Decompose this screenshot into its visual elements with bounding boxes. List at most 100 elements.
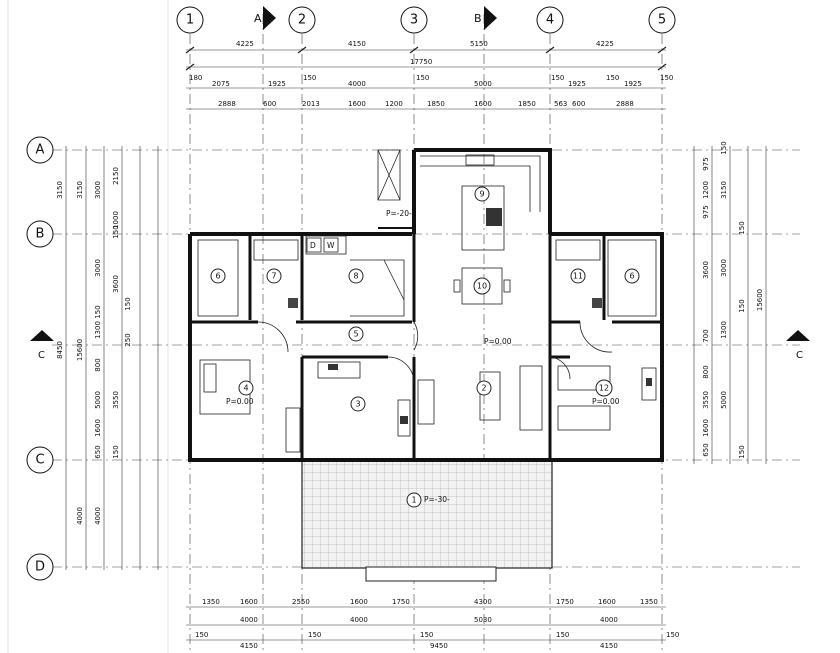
grid-bubble-b: B: [26, 220, 54, 248]
dim-top-3: 5150: [470, 40, 488, 48]
dim-left-6: 150: [112, 225, 120, 238]
dim-b1-7: 1750: [556, 598, 574, 606]
dim-r3-5: 4000: [348, 80, 366, 88]
walls: [188, 148, 664, 462]
dim-right-4: 975: [702, 205, 710, 218]
dryer-label: D: [310, 241, 316, 250]
dim-right-9: 15600: [756, 289, 764, 311]
dim-r4-11: 2888: [616, 100, 634, 108]
dim-top-1: 4225: [236, 40, 254, 48]
dim-left-7: 3000: [94, 259, 102, 277]
grid-bubble-a: A: [26, 136, 54, 164]
grid-bubble-1: 1: [176, 6, 204, 34]
room-2-label: 2: [481, 384, 486, 393]
dim-b1-4: 1600: [350, 598, 368, 606]
dim-r3-8: 150: [551, 74, 564, 82]
dim-b1-9: 1350: [640, 598, 658, 606]
dim-right-15: 800: [702, 365, 710, 378]
dim-left-16: 150: [112, 445, 120, 458]
dim-right-12: 700: [702, 329, 710, 342]
room-12: 12: [595, 379, 613, 397]
dim-right-11: 1300: [720, 321, 728, 339]
dim-left-15: 650: [94, 445, 102, 458]
section-marker-c-right: C: [786, 330, 810, 361]
room-2: 2: [476, 380, 492, 396]
dim-left-5: 1000: [112, 211, 120, 229]
room-10-label: 10: [477, 282, 487, 291]
dim-left-4: 2150: [112, 167, 120, 185]
terrace: [301, 459, 553, 582]
grid-bubble-b-label: B: [36, 227, 45, 242]
grid-bubble-5-label: 5: [658, 13, 666, 28]
dim-b2-3: 5030: [474, 616, 492, 624]
column-bubbles: 1 2 3 4 5: [176, 6, 676, 34]
dim-right-16: 1600: [702, 419, 710, 437]
room-10: 10: [473, 277, 491, 295]
section-marker-c-left-label: C: [38, 350, 45, 361]
level-marks: P=-30- P=-20- P=0.00 P=0.00 P=0.00: [226, 209, 620, 504]
dim-r4-10: 600: [572, 100, 585, 108]
left-dimensions: [65, 146, 159, 570]
grid-bubble-c: C: [26, 446, 54, 474]
dim-b3-1: 150: [195, 631, 208, 639]
right-dimensions: [693, 146, 767, 464]
grid-bubble-5: 5: [648, 6, 676, 34]
dim-right-6: 150: [738, 221, 746, 234]
dim-b3-6: 150: [556, 631, 569, 639]
dim-top-2: 4150: [348, 40, 366, 48]
room-5: 5: [348, 326, 364, 342]
dim-right-1: 150: [720, 141, 728, 154]
room-4-label: 4: [243, 384, 248, 393]
grid-bubble-d: D: [26, 553, 54, 581]
room-7: 7: [266, 268, 282, 284]
dim-left-22: 250: [124, 333, 132, 346]
room-6-right: 6: [624, 268, 640, 284]
room-numbers: 1 2 3 4 5 6 6 7 8 9 10 11 12: [210, 186, 640, 508]
level-terrace: P=-30-: [424, 495, 450, 504]
room-9: 9: [474, 186, 490, 202]
dim-right-5: 3150: [720, 181, 728, 199]
dim-top-4: 4225: [596, 40, 614, 48]
dim-r4-7: 1600: [474, 100, 492, 108]
dim-b1-6: 4300: [474, 598, 492, 606]
dim-b1-5: 1750: [392, 598, 410, 606]
dim-right-8: 3600: [702, 261, 710, 279]
dim-right-3: 1200: [702, 181, 710, 199]
grid-bubble-a-label: A: [36, 143, 45, 158]
room-1: 1: [406, 492, 422, 508]
dim-b3-2: 4150: [240, 642, 258, 650]
dim-r3-11: 1925: [624, 80, 642, 88]
room-6-left-label: 6: [215, 272, 220, 281]
dim-r3-9: 1925: [568, 80, 586, 88]
dim-left-13: 800: [94, 358, 102, 371]
dim-left-18: 15600: [76, 339, 84, 361]
room-11-label: 11: [573, 272, 583, 281]
room-1-label: 1: [411, 496, 416, 505]
section-marker-b-label: B: [474, 12, 482, 25]
dim-left-3: 3000: [94, 181, 102, 199]
row-bubbles: A B C D: [26, 136, 54, 581]
dim-right-13: 5000: [720, 391, 728, 409]
section-marker-c-right-label: C: [796, 350, 803, 361]
room-3: 3: [350, 396, 366, 412]
dim-left-12: 3550: [112, 391, 120, 409]
grid-bubble-1-label: 1: [186, 13, 194, 28]
right-dim-labels: 1509751200975315015030003600156001501300…: [702, 141, 764, 458]
top-dimensions: 4225 4150 5150 4225 17750 180 2075 1925 …: [185, 40, 673, 110]
room-6-left: 6: [210, 268, 226, 284]
dim-left-20: 4000: [94, 507, 102, 525]
section-marker-a: A: [254, 6, 276, 30]
section-marker-b: B: [474, 6, 497, 30]
room-6-right-label: 6: [629, 272, 634, 281]
dim-r3-3: 1925: [268, 80, 286, 88]
dim-r4-2: 600: [263, 100, 276, 108]
appliance-tags: D W: [306, 237, 339, 253]
dim-right-14: 3550: [702, 391, 710, 409]
dim-b3-4: 150: [420, 631, 433, 639]
bottom-dimensions: 1350 1600 2550 1600 1750 4300 1750 1600 …: [186, 598, 679, 650]
grid-bubble-4-label: 4: [546, 13, 554, 28]
room-5-label: 5: [353, 330, 358, 339]
dim-b1-2: 1600: [240, 598, 258, 606]
room-8: 8: [348, 268, 364, 284]
